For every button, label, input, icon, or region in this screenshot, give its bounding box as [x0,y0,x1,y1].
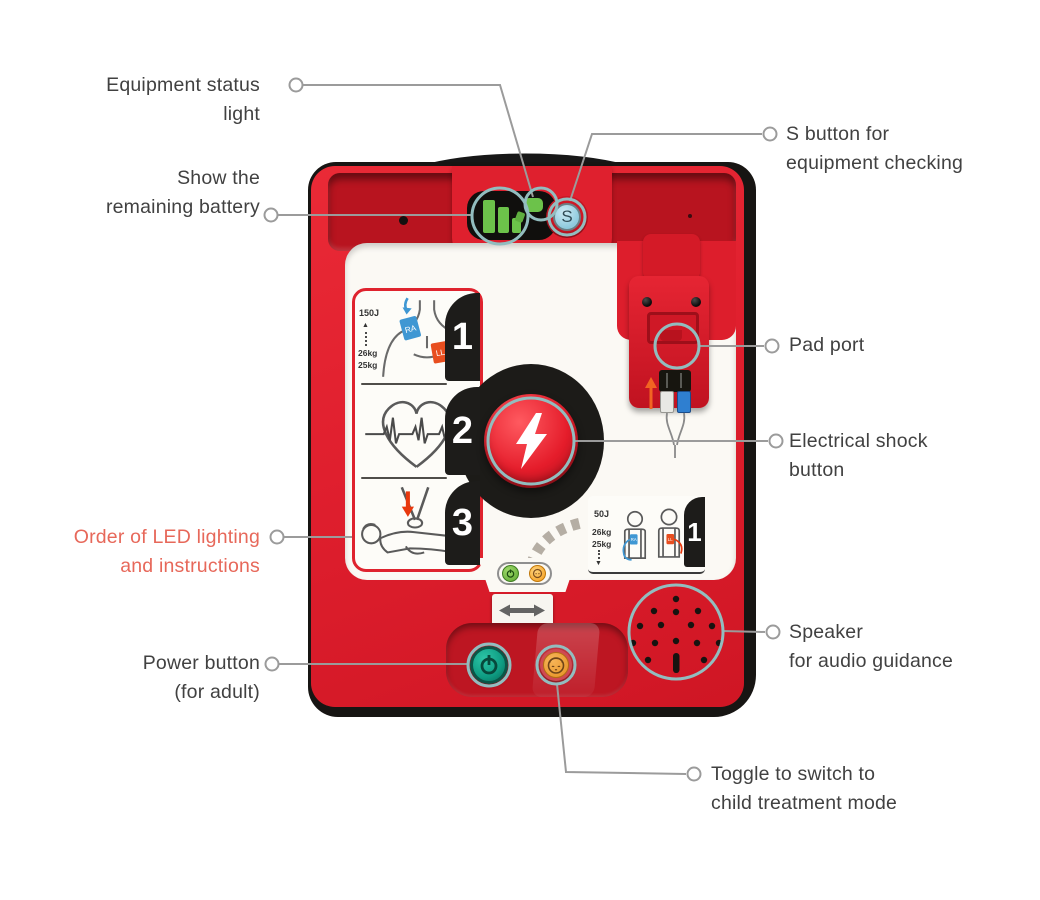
callout-dot [686,766,702,782]
battery-bar-1 [483,200,495,233]
row-divider [361,383,447,385]
label-child-toggle: Toggle to switch to child treatment mode [711,763,898,814]
connector-stripe [680,373,682,388]
callout-dot [765,624,781,640]
pad-connector-plug-white [660,391,674,413]
battery-bar-2 [498,207,509,233]
child-figure-side: LL [657,508,683,558]
adult-weight-1: 26kg [358,348,378,358]
child-weight-2: 25kg [592,539,612,549]
label-s-button: S button for equipment checking [786,123,964,174]
label-led-order: Order of LED lighting and instructions [73,526,260,577]
down-arrow: ▼ [595,560,602,567]
label-battery: Show the remaining battery [105,167,260,218]
pad-label-ll: LL [435,348,446,359]
adult-mode-led [502,565,519,582]
callout-dot [762,126,778,142]
child-weight-1: 26kg [592,527,612,537]
child-pad-panel: 1 50J 26kg 25kg ▼ RA LL [588,496,705,574]
callout-dot [288,77,304,93]
callout-dot [263,207,279,223]
child-pad-label-ll: LL [668,537,673,542]
pad-port-latch-tab [660,330,682,341]
dotted-line [598,550,600,559]
up-arrow: ▲ [362,322,369,329]
instruction-box: 1 2 3 150J ▲ 26kg 25kg RA LL [352,288,483,572]
adult-energy: 150J [359,308,380,318]
child-mode-led [529,565,546,582]
power-icon [480,655,498,675]
child-face-icon [547,657,565,674]
step-tab-1: 1 [445,293,480,381]
insert-arrow-icon [645,377,657,409]
label-power-button: Power button (for adult) [142,652,260,703]
adult-weight-2: 25kg [358,360,378,370]
pad-connector-plug-blue [677,391,691,413]
step-tab-2: 2 [445,387,480,475]
label-shock-button: Electrical shock button [789,430,928,481]
label-equipment-status-light: Equipment status light [106,74,260,125]
mini-child-face-icon [532,568,543,579]
child-figure-front: RA [622,510,647,561]
label-pad-port: Pad port [789,334,865,356]
equipment-status-led [524,198,543,212]
callout-dot [768,433,784,449]
step-tab-3: 3 [445,481,480,565]
screw-right [691,297,701,307]
label-speaker: Speaker for audio guidance [789,621,954,672]
row-divider [361,477,447,479]
double-arrow-icon [499,604,545,617]
speaker-grille [629,595,723,673]
connector-wires [665,412,686,458]
device-dot-small [688,214,692,218]
child-step-tab: 1 [684,497,705,567]
callout-dot [264,656,280,672]
lightning-bolt-icon [516,413,547,469]
child-energy: 50J [594,509,610,519]
pad-port-upper [643,234,700,280]
screw-left [642,297,652,307]
mini-power-icon [506,569,515,578]
pad-connector-head [659,370,691,392]
pad-label-ra: RA [404,323,418,335]
connector-stripe [666,373,668,388]
s-button[interactable]: S [553,203,581,231]
dotted-line [365,332,367,346]
device-dot [399,216,408,225]
child-pad-label-ra: RA [631,537,637,542]
callout-dot [764,338,780,354]
callout-dot [269,529,285,545]
status-display [467,191,556,240]
